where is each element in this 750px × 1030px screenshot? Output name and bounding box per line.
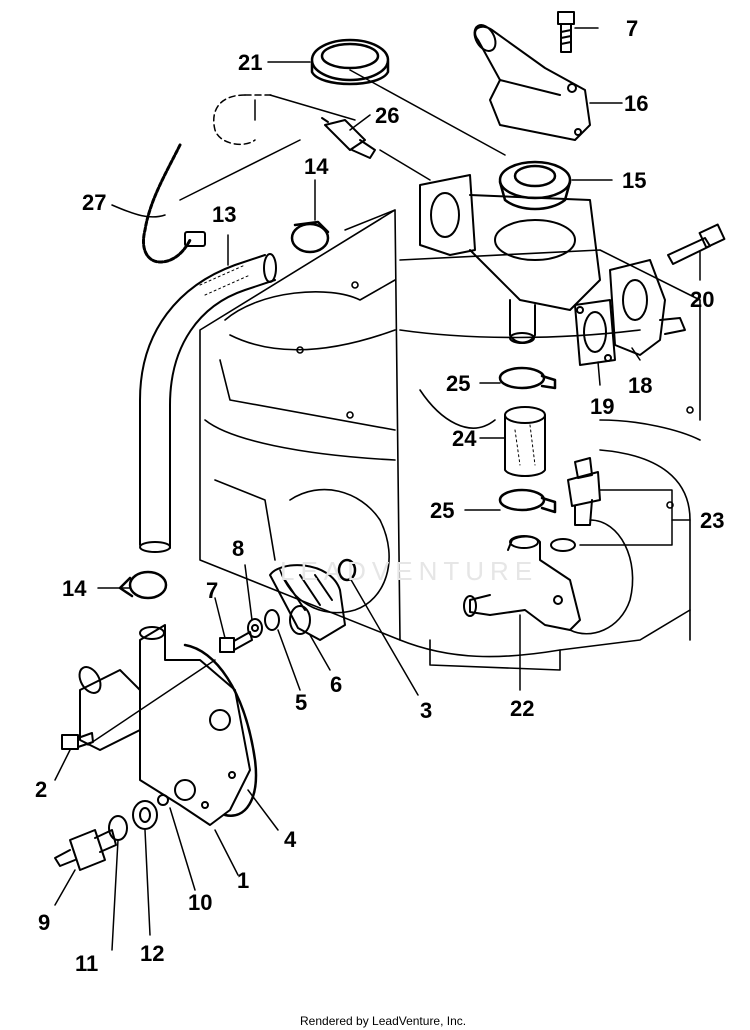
thermostat-cover bbox=[473, 24, 591, 141]
callout-14-lower: 14 bbox=[62, 576, 87, 601]
callout-12: 12 bbox=[140, 941, 164, 966]
sensor-26 bbox=[321, 117, 376, 159]
bracket-26 bbox=[213, 94, 276, 146]
thermostat bbox=[498, 160, 572, 211]
bolt-2 bbox=[61, 732, 94, 750]
hose bbox=[139, 253, 277, 553]
leader-lines bbox=[54, 27, 701, 951]
callout-11: 11 bbox=[75, 951, 98, 976]
sensor-9 bbox=[54, 829, 117, 871]
wire-harness bbox=[142, 143, 206, 264]
callout-labels: 1 2 3 4 5 6 7 7 8 9 10 11 12 13 14 14 15… bbox=[35, 16, 724, 976]
callout-25-lower: 25 bbox=[430, 498, 454, 523]
callout-2: 2 bbox=[35, 777, 47, 802]
thermostat-housing bbox=[419, 174, 601, 344]
seal-ring bbox=[310, 38, 390, 86]
callout-15: 15 bbox=[622, 168, 646, 193]
callout-7-lower: 7 bbox=[206, 578, 218, 603]
callout-23: 23 bbox=[700, 508, 724, 533]
callout-13: 13 bbox=[212, 202, 236, 227]
callout-26: 26 bbox=[375, 103, 399, 128]
callout-3: 3 bbox=[420, 698, 432, 723]
callout-10: 10 bbox=[188, 890, 212, 915]
clamp-14-lower bbox=[118, 570, 168, 600]
gasket-4 bbox=[183, 643, 258, 817]
hose-24 bbox=[504, 406, 546, 477]
washer-5 bbox=[264, 609, 280, 631]
callout-14-top: 14 bbox=[304, 154, 329, 179]
seal-8 bbox=[247, 618, 263, 638]
bracket-23 bbox=[579, 489, 691, 546]
bolt-7-top bbox=[557, 11, 575, 53]
clamp-25-upper bbox=[498, 366, 557, 390]
callout-8: 8 bbox=[232, 536, 244, 561]
callout-27: 27 bbox=[82, 190, 106, 215]
impeller-6 bbox=[269, 564, 346, 641]
engine-block bbox=[199, 209, 701, 671]
callout-21: 21 bbox=[238, 50, 262, 75]
callout-4: 4 bbox=[284, 827, 297, 852]
callout-7-top: 7 bbox=[626, 16, 638, 41]
dowel-3 bbox=[337, 558, 357, 582]
washer-11 bbox=[108, 815, 128, 841]
callout-16: 16 bbox=[624, 91, 648, 116]
callout-24: 24 bbox=[452, 426, 477, 451]
temp-sensor-23 bbox=[550, 457, 601, 552]
inlet-pipe-22 bbox=[463, 535, 581, 631]
callout-9: 9 bbox=[38, 910, 50, 935]
gasket-19 bbox=[574, 299, 616, 366]
bolt-20 bbox=[667, 223, 726, 265]
clamp-14-top bbox=[290, 220, 330, 254]
washer-12 bbox=[132, 800, 158, 830]
callout-1: 1 bbox=[237, 868, 249, 893]
footer-credit: Rendered by LeadVenture, Inc. bbox=[300, 1014, 466, 1028]
callout-19: 19 bbox=[590, 394, 614, 419]
callout-6: 6 bbox=[330, 672, 342, 697]
callout-25-upper: 25 bbox=[446, 371, 470, 396]
callout-5: 5 bbox=[295, 690, 307, 715]
callout-18: 18 bbox=[628, 373, 652, 398]
washer-10 bbox=[157, 794, 169, 806]
clamp-25-lower bbox=[498, 488, 557, 514]
callout-20: 20 bbox=[690, 287, 714, 312]
bolt-7-lower bbox=[219, 631, 253, 653]
watermark: LEADVENTURE bbox=[280, 556, 538, 586]
outlet-18 bbox=[609, 259, 686, 356]
callout-22: 22 bbox=[510, 696, 534, 721]
